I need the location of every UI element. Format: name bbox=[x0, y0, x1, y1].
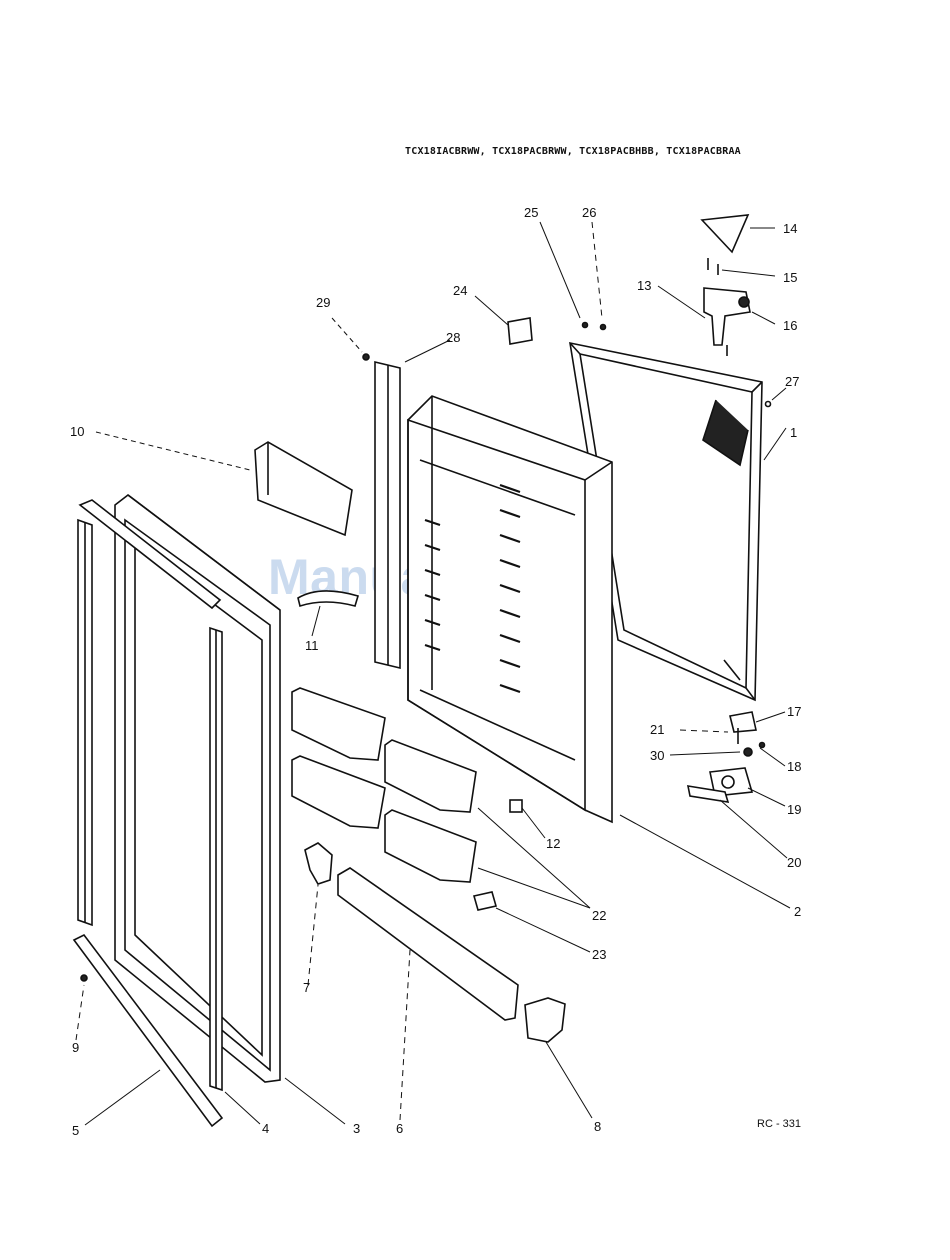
callout-6: 6 bbox=[396, 1121, 403, 1136]
callout-2: 2 bbox=[794, 904, 801, 919]
callout-11: 11 bbox=[305, 638, 319, 653]
callout-28: 28 bbox=[446, 330, 460, 345]
small-stop bbox=[474, 892, 496, 910]
callout-5: 5 bbox=[72, 1123, 79, 1138]
lower-hinge-assembly bbox=[688, 712, 756, 802]
small-clip bbox=[298, 591, 358, 606]
end-cap bbox=[525, 998, 565, 1042]
callout-9: 9 bbox=[72, 1040, 79, 1055]
callout-23: 23 bbox=[592, 947, 606, 962]
callout-8: 8 bbox=[594, 1119, 601, 1134]
callout-21: 21 bbox=[650, 722, 664, 737]
callout-30: 30 bbox=[650, 748, 664, 763]
callout-3: 3 bbox=[353, 1121, 360, 1136]
lower-shelf-rail bbox=[338, 868, 518, 1020]
upper-cover bbox=[255, 442, 352, 535]
callout-26: 26 bbox=[582, 205, 596, 220]
callout-25: 25 bbox=[524, 205, 538, 220]
callout-20: 20 bbox=[787, 855, 801, 870]
callout-29: 29 bbox=[316, 295, 330, 310]
callout-22: 22 bbox=[592, 908, 606, 923]
callout-15: 15 bbox=[783, 270, 797, 285]
top-square-part bbox=[508, 318, 532, 344]
callout-24: 24 bbox=[453, 283, 467, 298]
left-gasket-strip bbox=[78, 520, 92, 925]
tiny-square bbox=[510, 800, 522, 812]
left-bracket bbox=[305, 843, 332, 884]
right-vertical-strip bbox=[210, 628, 222, 1090]
callout-7: 7 bbox=[303, 980, 310, 995]
callout-13: 13 bbox=[637, 278, 651, 293]
vertical-rail bbox=[375, 362, 400, 668]
hinge-cap bbox=[702, 215, 748, 252]
callout-12: 12 bbox=[546, 836, 560, 851]
callout-18: 18 bbox=[787, 759, 801, 774]
callout-4: 4 bbox=[262, 1121, 269, 1136]
callout-17: 17 bbox=[787, 704, 801, 719]
callout-1: 1 bbox=[790, 425, 797, 440]
callout-14: 14 bbox=[783, 221, 797, 236]
callout-27: 27 bbox=[785, 374, 799, 389]
callout-10: 10 bbox=[70, 424, 84, 439]
callout-19: 19 bbox=[787, 802, 801, 817]
callout-16: 16 bbox=[783, 318, 797, 333]
